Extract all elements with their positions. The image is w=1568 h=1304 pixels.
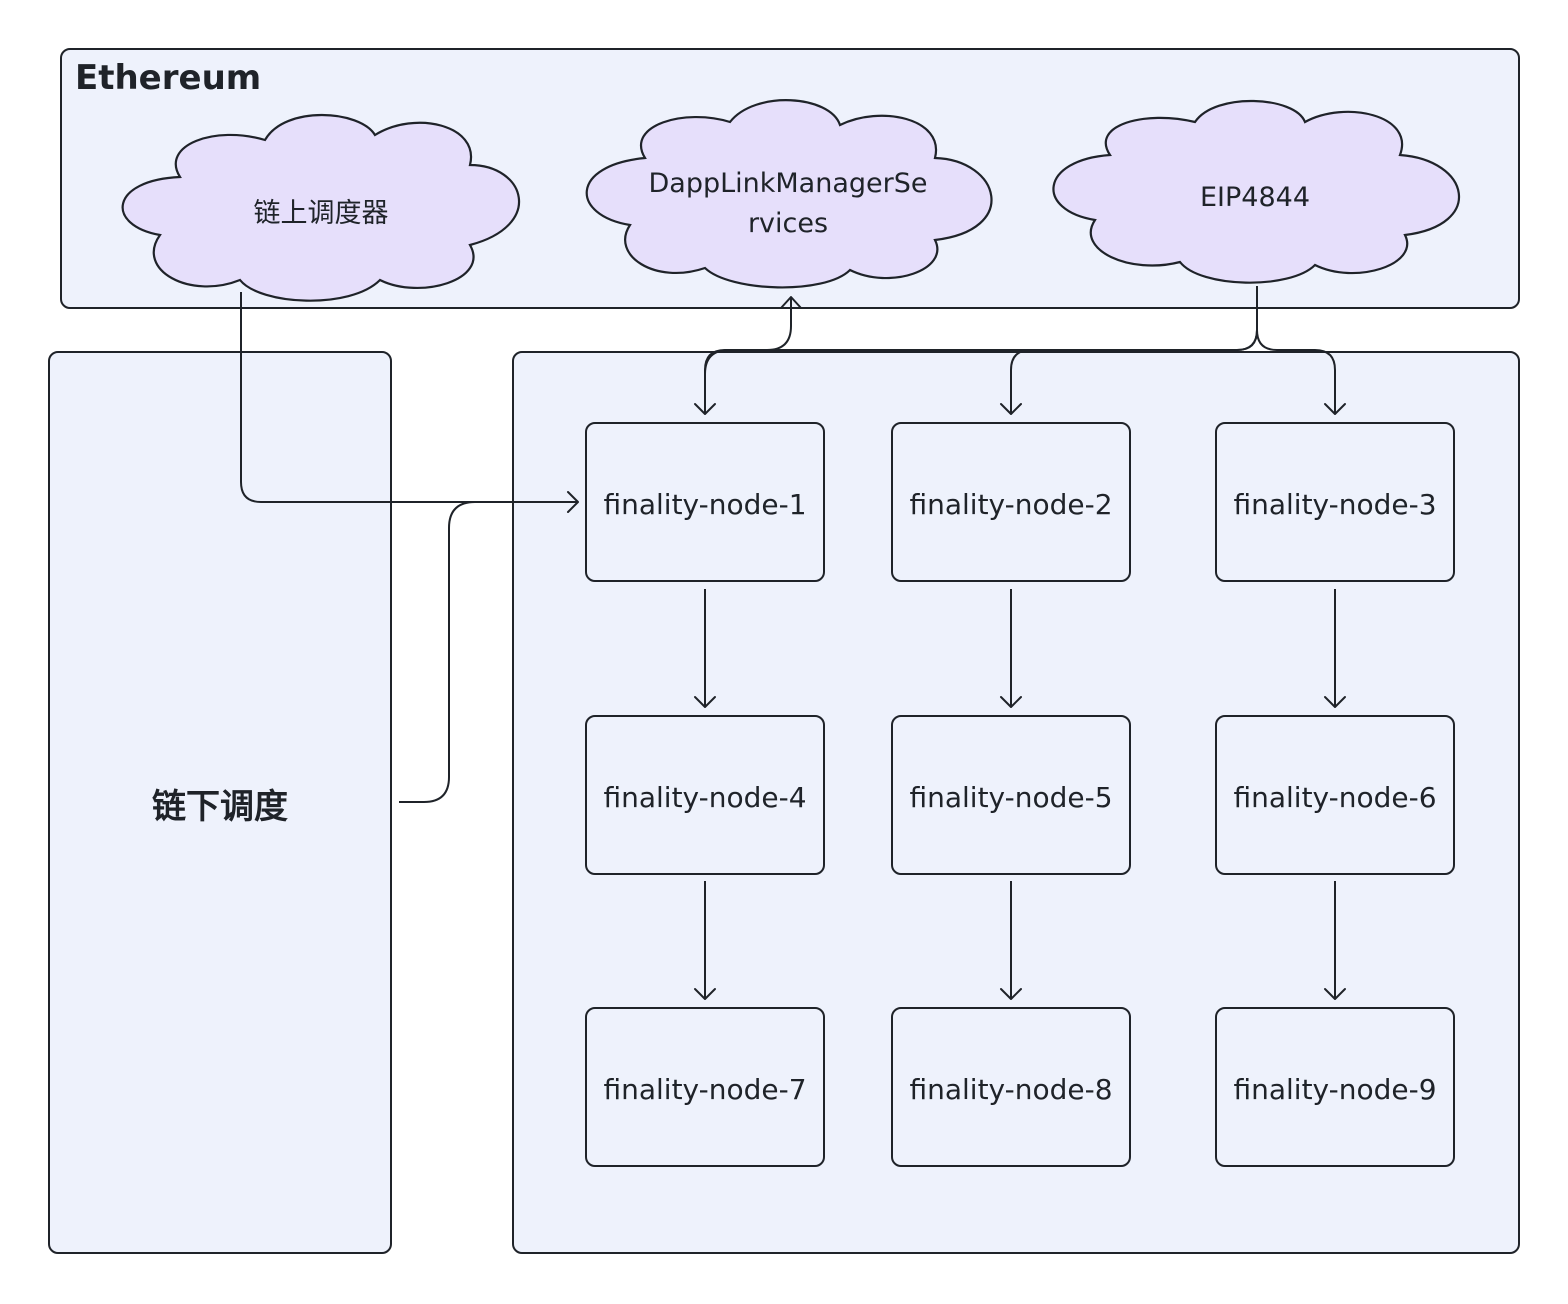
finality-node-2: finality-node-2 (891, 422, 1131, 582)
finality-node-8: finality-node-8 (891, 1007, 1131, 1167)
finality-node-6: finality-node-6 (1215, 715, 1455, 875)
finality-node-9: finality-node-9 (1215, 1007, 1455, 1167)
finality-node-6-label: finality-node-6 (1233, 781, 1436, 814)
arrowhead-node-9-top (1324, 988, 1346, 1000)
dapplink-manager-services-label-line2: rvices (748, 208, 828, 239)
finality-node-8-label: finality-node-8 (909, 1073, 1112, 1106)
finality-node-1: finality-node-1 (585, 422, 825, 582)
arrowhead-dapplink-bottom (780, 296, 802, 309)
finality-node-5-label: finality-node-5 (909, 781, 1112, 814)
finality-node-7: finality-node-7 (585, 1007, 825, 1167)
ethereum-group-title: Ethereum (75, 58, 261, 98)
arrowhead-node-2-top (1000, 403, 1022, 415)
finality-node-7-label: finality-node-7 (603, 1073, 806, 1106)
dapplink-manager-services-label-line1: DappLinkManagerSe (648, 168, 927, 199)
eip4844-label: EIP4844 (1200, 182, 1310, 213)
edge-eip4844-to-node-3 (1256, 329, 1336, 414)
onchain-scheduler-cloud (121, 114, 520, 302)
edge-offchain-scheduler-to-node-1 (399, 501, 578, 803)
finality-node-2-label: finality-node-2 (909, 488, 1112, 521)
finality-node-5: finality-node-5 (891, 715, 1131, 875)
offchain-scheduler-label: 链下调度 (152, 787, 288, 827)
dapplink-manager-services-cloud (585, 99, 993, 289)
eip4844-cloud (1052, 99, 1461, 284)
finality-node-4: finality-node-4 (585, 715, 825, 875)
edge-eip4844-to-node-2 (1010, 329, 1258, 414)
arrowhead-node-5-top (1000, 696, 1022, 708)
finality-node-4-label: finality-node-4 (603, 781, 806, 814)
offchain-scheduler-group (48, 351, 392, 1254)
finality-node-1-label: finality-node-1 (603, 488, 806, 521)
arrowhead-node-1-top (694, 403, 716, 415)
arrowhead-node-7-top (694, 988, 716, 1000)
finality-node-3-label: finality-node-3 (1233, 488, 1436, 521)
finality-node-9-label: finality-node-9 (1233, 1073, 1436, 1106)
finality-node-3: finality-node-3 (1215, 422, 1455, 582)
arrowhead-node-8-top (1000, 988, 1022, 1000)
arrowhead-node-6-top (1324, 696, 1346, 708)
arrowhead-node-4-top (694, 696, 716, 708)
onchain-scheduler-label: 链上调度器 (254, 198, 389, 229)
edge-onchain-scheduler-to-node-1 (240, 292, 578, 503)
arrowhead-node-3-top (1324, 403, 1346, 415)
